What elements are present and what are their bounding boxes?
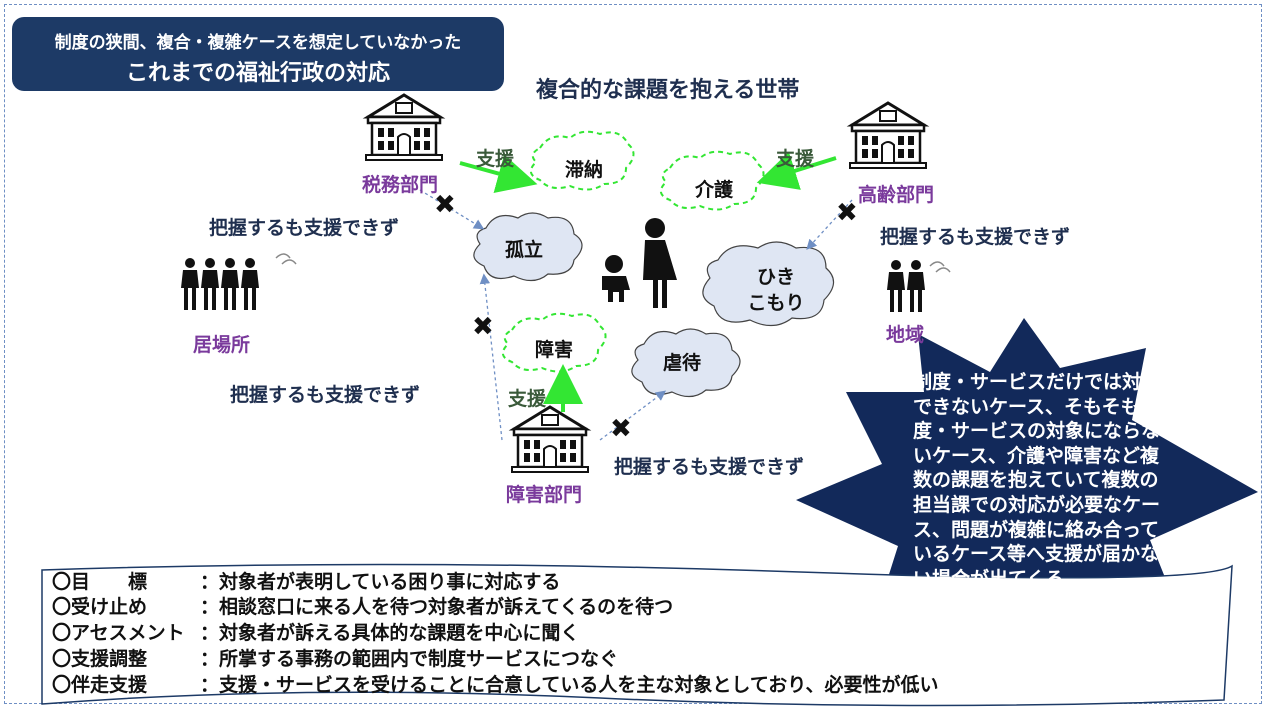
- disability-to-koritsu-arrow: [479, 273, 503, 441]
- bottom-box: [41, 563, 1233, 707]
- notice-starburst-text: 制度・サービスだけでは対応できないケース、そもそも制度・サービスの対象にならない…: [913, 371, 1161, 590]
- bottom-list-item: 〇伴走支援 ：支援・サービスを受けることに合意している人を主な対象としており、必要…: [52, 670, 939, 697]
- issue-koritsu-label: 孤立: [504, 239, 543, 261]
- bottom-list-value: ：対象者が訴える具体的な課題を中心に聞く: [200, 622, 580, 644]
- bottom-list-value: ：対象者が表明している困り事に対応する: [200, 571, 561, 593]
- sigh-icon-2: [929, 261, 951, 273]
- bottom-list-key: 〇受け止め: [52, 596, 148, 618]
- hikikomori-cloud: [702, 241, 835, 327]
- tax-support-arrow: [459, 154, 538, 193]
- bottom-list-key: 〇伴走支援: [52, 674, 148, 696]
- issue-hikikomori-label-2: こもり: [747, 292, 805, 314]
- cross-mark-icon: ✖: [836, 198, 858, 228]
- dept-elderly-label: 高齢部門: [858, 184, 935, 206]
- issue-hikikomori-label-1: ひき: [756, 266, 795, 288]
- tax-support-label: 支援: [476, 148, 515, 170]
- cross-mark-icon: ✖: [610, 414, 632, 444]
- tax-to-koritsu-arrow: [419, 189, 485, 230]
- cross-mark-icon: ✖: [434, 190, 456, 220]
- mother-icon: [643, 218, 677, 308]
- elderly-to-hikikomori-arrow: [806, 199, 853, 250]
- bottom-list-value: ：相談窓口に来る人を待つ対象者が訴えてくるのを待つ: [200, 596, 674, 618]
- outer-frame: [4, 4, 1262, 704]
- place-ibasho-label: 居場所: [193, 334, 251, 356]
- place-chiiki-label: 地域: [886, 324, 925, 346]
- people-group-icon: [181, 258, 259, 310]
- disability-support-label: 支援: [508, 388, 547, 410]
- disability-to-gyakutai-arrow: [599, 390, 667, 441]
- kaigo-bubble: [659, 150, 765, 211]
- shougai-bubble: [501, 312, 607, 373]
- center-title: 複合的な課題を抱える世帯: [536, 78, 800, 103]
- header-title: これまでの福祉行政の対応: [125, 61, 390, 86]
- header-subtitle: 制度の狭間、複合・複雑ケースを想定していなかった: [54, 33, 462, 53]
- note-ibasho-cannot-support: 把握するも支援できず: [230, 384, 421, 406]
- bottom-list-value: ：所掌する事務の範囲内で制度サービスにつなぐ: [200, 648, 619, 670]
- bottom-list-item: 〇支援調整 ：所掌する事務の範囲内で制度サービスにつなぐ: [52, 644, 618, 671]
- sigh-icon: [275, 253, 297, 265]
- disability-building-icon: [510, 405, 590, 474]
- bottom-list-item: 〇受け止め ：相談窓口に来る人を待つ対象者が訴えてくるのを待つ: [52, 592, 673, 619]
- dept-tax-label: 税務部門: [362, 174, 439, 196]
- dept-disability-label: 障害部門: [506, 484, 583, 506]
- issue-tainou-label: 滞納: [564, 159, 603, 181]
- elderly-support-arrow: [756, 151, 837, 190]
- tax-building-icon: [364, 93, 444, 162]
- gyakutai-cloud: [631, 328, 741, 398]
- bottom-list-item: 〇アセスメント ：対象者が訴える具体的な課題を中心に聞く: [52, 618, 579, 645]
- bottom-list-key: 〇目 標: [52, 571, 148, 593]
- cross-mark-icon: ✖: [472, 312, 494, 342]
- note-elderly-cannot-support: 把握するも支援できず: [880, 226, 1071, 248]
- bottom-list-key: 〇アセスメント: [52, 622, 185, 644]
- issue-kaigo-label: 介護: [694, 179, 733, 201]
- elderly-support-label: 支援: [776, 148, 815, 170]
- people-pair-icon: [887, 260, 925, 312]
- child-icon: [602, 255, 630, 302]
- note-tax-cannot-support: 把握するも支援できず: [209, 217, 400, 239]
- bottom-list-value: ：支援・サービスを受けることに合意している人を主な対象としており、必要性が低い: [200, 674, 939, 696]
- bottom-list-item: 〇目 標 ：対象者が表明している困り事に対応する: [52, 567, 560, 594]
- elderly-building-icon: [848, 101, 928, 170]
- issue-gyakutai-label: 虐待: [662, 352, 701, 374]
- bottom-list-key: 〇支援調整: [52, 648, 148, 670]
- issue-shougai-label: 障害: [534, 339, 573, 361]
- koritsu-cloud: [473, 212, 583, 282]
- header-box: 制度の狭間、複合・複雑ケースを想定していなかった これまでの福祉行政の対応: [12, 17, 504, 91]
- note-disability-cannot-support: 把握するも支援できず: [614, 456, 805, 478]
